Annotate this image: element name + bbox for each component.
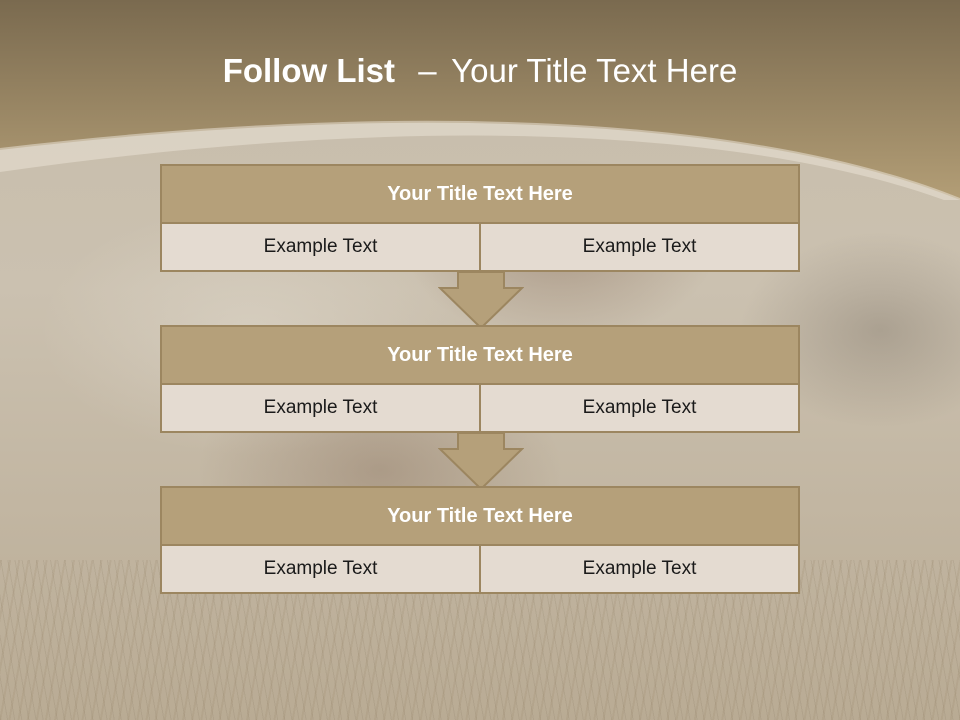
block-cell-right: Example Text <box>479 224 798 270</box>
title-rest-part: Your Title Text Here <box>451 52 738 89</box>
title-dash: – <box>418 52 437 89</box>
block-row: Example Text Example Text <box>162 385 798 431</box>
block-row: Example Text Example Text <box>162 546 798 592</box>
title-bold-part: Follow List <box>222 52 396 89</box>
list-block-3: Your Title Text Here Example Text Exampl… <box>160 486 800 594</box>
block-cell-left: Example Text <box>162 385 479 431</box>
block-title: Your Title Text Here <box>162 327 798 385</box>
header-band <box>0 0 960 200</box>
block-title: Your Title Text Here <box>162 166 798 224</box>
block-cell-left: Example Text <box>162 546 479 592</box>
slide-title: Follow List – Your Title Text Here <box>0 52 960 90</box>
list-block-2: Your Title Text Here Example Text Exampl… <box>160 325 800 433</box>
list-block-1: Your Title Text Here Example Text Exampl… <box>160 164 800 272</box>
block-cell-right: Example Text <box>479 385 798 431</box>
down-arrow-icon <box>438 432 524 491</box>
block-row: Example Text Example Text <box>162 224 798 270</box>
block-cell-right: Example Text <box>479 546 798 592</box>
down-arrow-icon <box>438 271 524 330</box>
block-title: Your Title Text Here <box>162 488 798 546</box>
block-cell-left: Example Text <box>162 224 479 270</box>
